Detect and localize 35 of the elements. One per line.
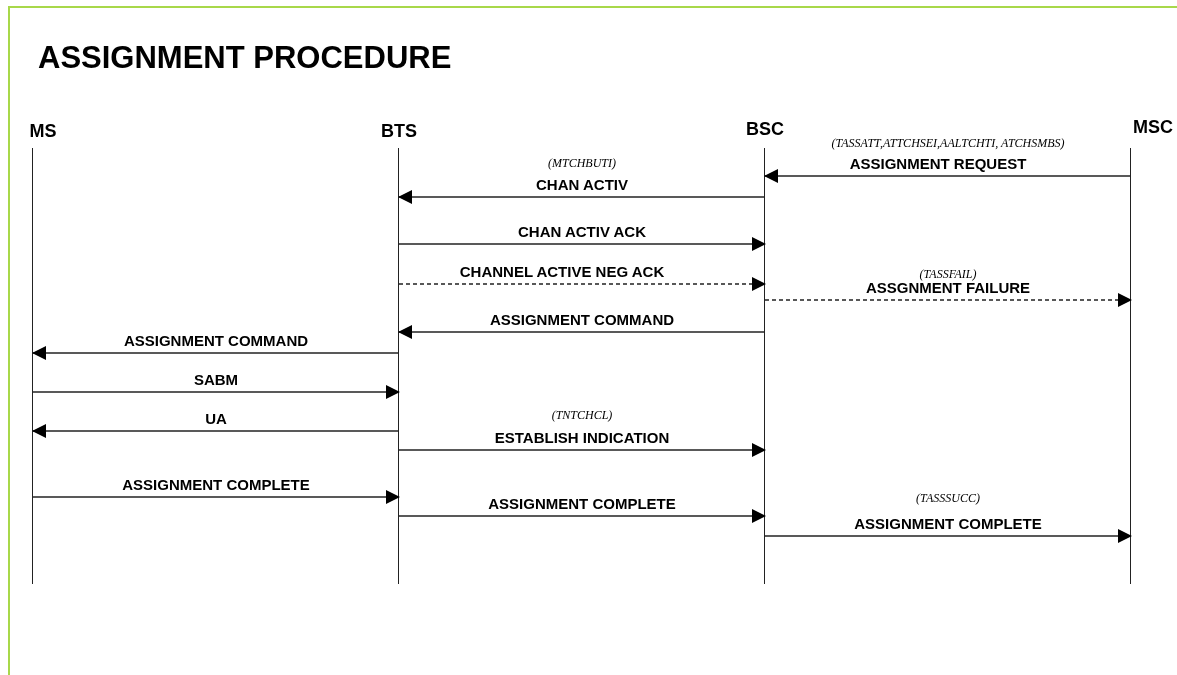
message-arrow (398, 237, 766, 251)
message-arrow (398, 190, 766, 204)
participant-label: MSC (1133, 117, 1173, 138)
counter-note: (TASSFAIL) (919, 267, 977, 281)
message-label: UA (205, 410, 227, 427)
diagram-title: ASSIGNMENT PROCEDURE (38, 40, 452, 76)
participant-label: BSC (746, 119, 784, 140)
message-label: ASSIGNMENT COMPLETE (854, 515, 1042, 532)
message-label: ASSIGNMENT COMPLETE (122, 476, 310, 493)
counter-note: (TASSATT,ATTCHSEI,AALTCHTI, ATCHSMBS) (831, 136, 1065, 150)
message-label: ESTABLISH INDICATION (494, 429, 670, 446)
message-label: ASSIGNMENT COMPLETE (488, 495, 676, 512)
participant-label: BTS (381, 121, 417, 142)
message-arrow (398, 509, 766, 523)
message-arrow (32, 490, 400, 504)
message-arrow (398, 325, 766, 339)
message-arrow (398, 277, 766, 291)
message-label: CHANNEL ACTIVE NEG ACK (459, 263, 665, 280)
counter-note: (TASSSUCC) (916, 491, 980, 505)
message-label: CHAN ACTIV ACK (517, 223, 647, 240)
message-label: SABM (193, 371, 239, 388)
message-arrow (32, 346, 400, 360)
message-label: ASSIGNMENT COMMAND (123, 332, 309, 349)
message-arrow (32, 385, 400, 399)
message-arrow (398, 443, 766, 457)
counter-note: (MTCHBUTI) (548, 156, 616, 170)
message-arrow (764, 529, 1132, 543)
message-label: CHAN ACTIV (536, 176, 628, 193)
message-arrow (764, 293, 1132, 307)
message-arrow (764, 169, 1132, 183)
participant-label: MS (29, 121, 57, 142)
message-arrow (32, 424, 400, 438)
message-label: ASSIGNMENT COMMAND (489, 311, 675, 328)
message-label: ASSIGNMENT REQUEST (849, 155, 1027, 172)
counter-note: (TNTCHCL) (551, 408, 613, 422)
